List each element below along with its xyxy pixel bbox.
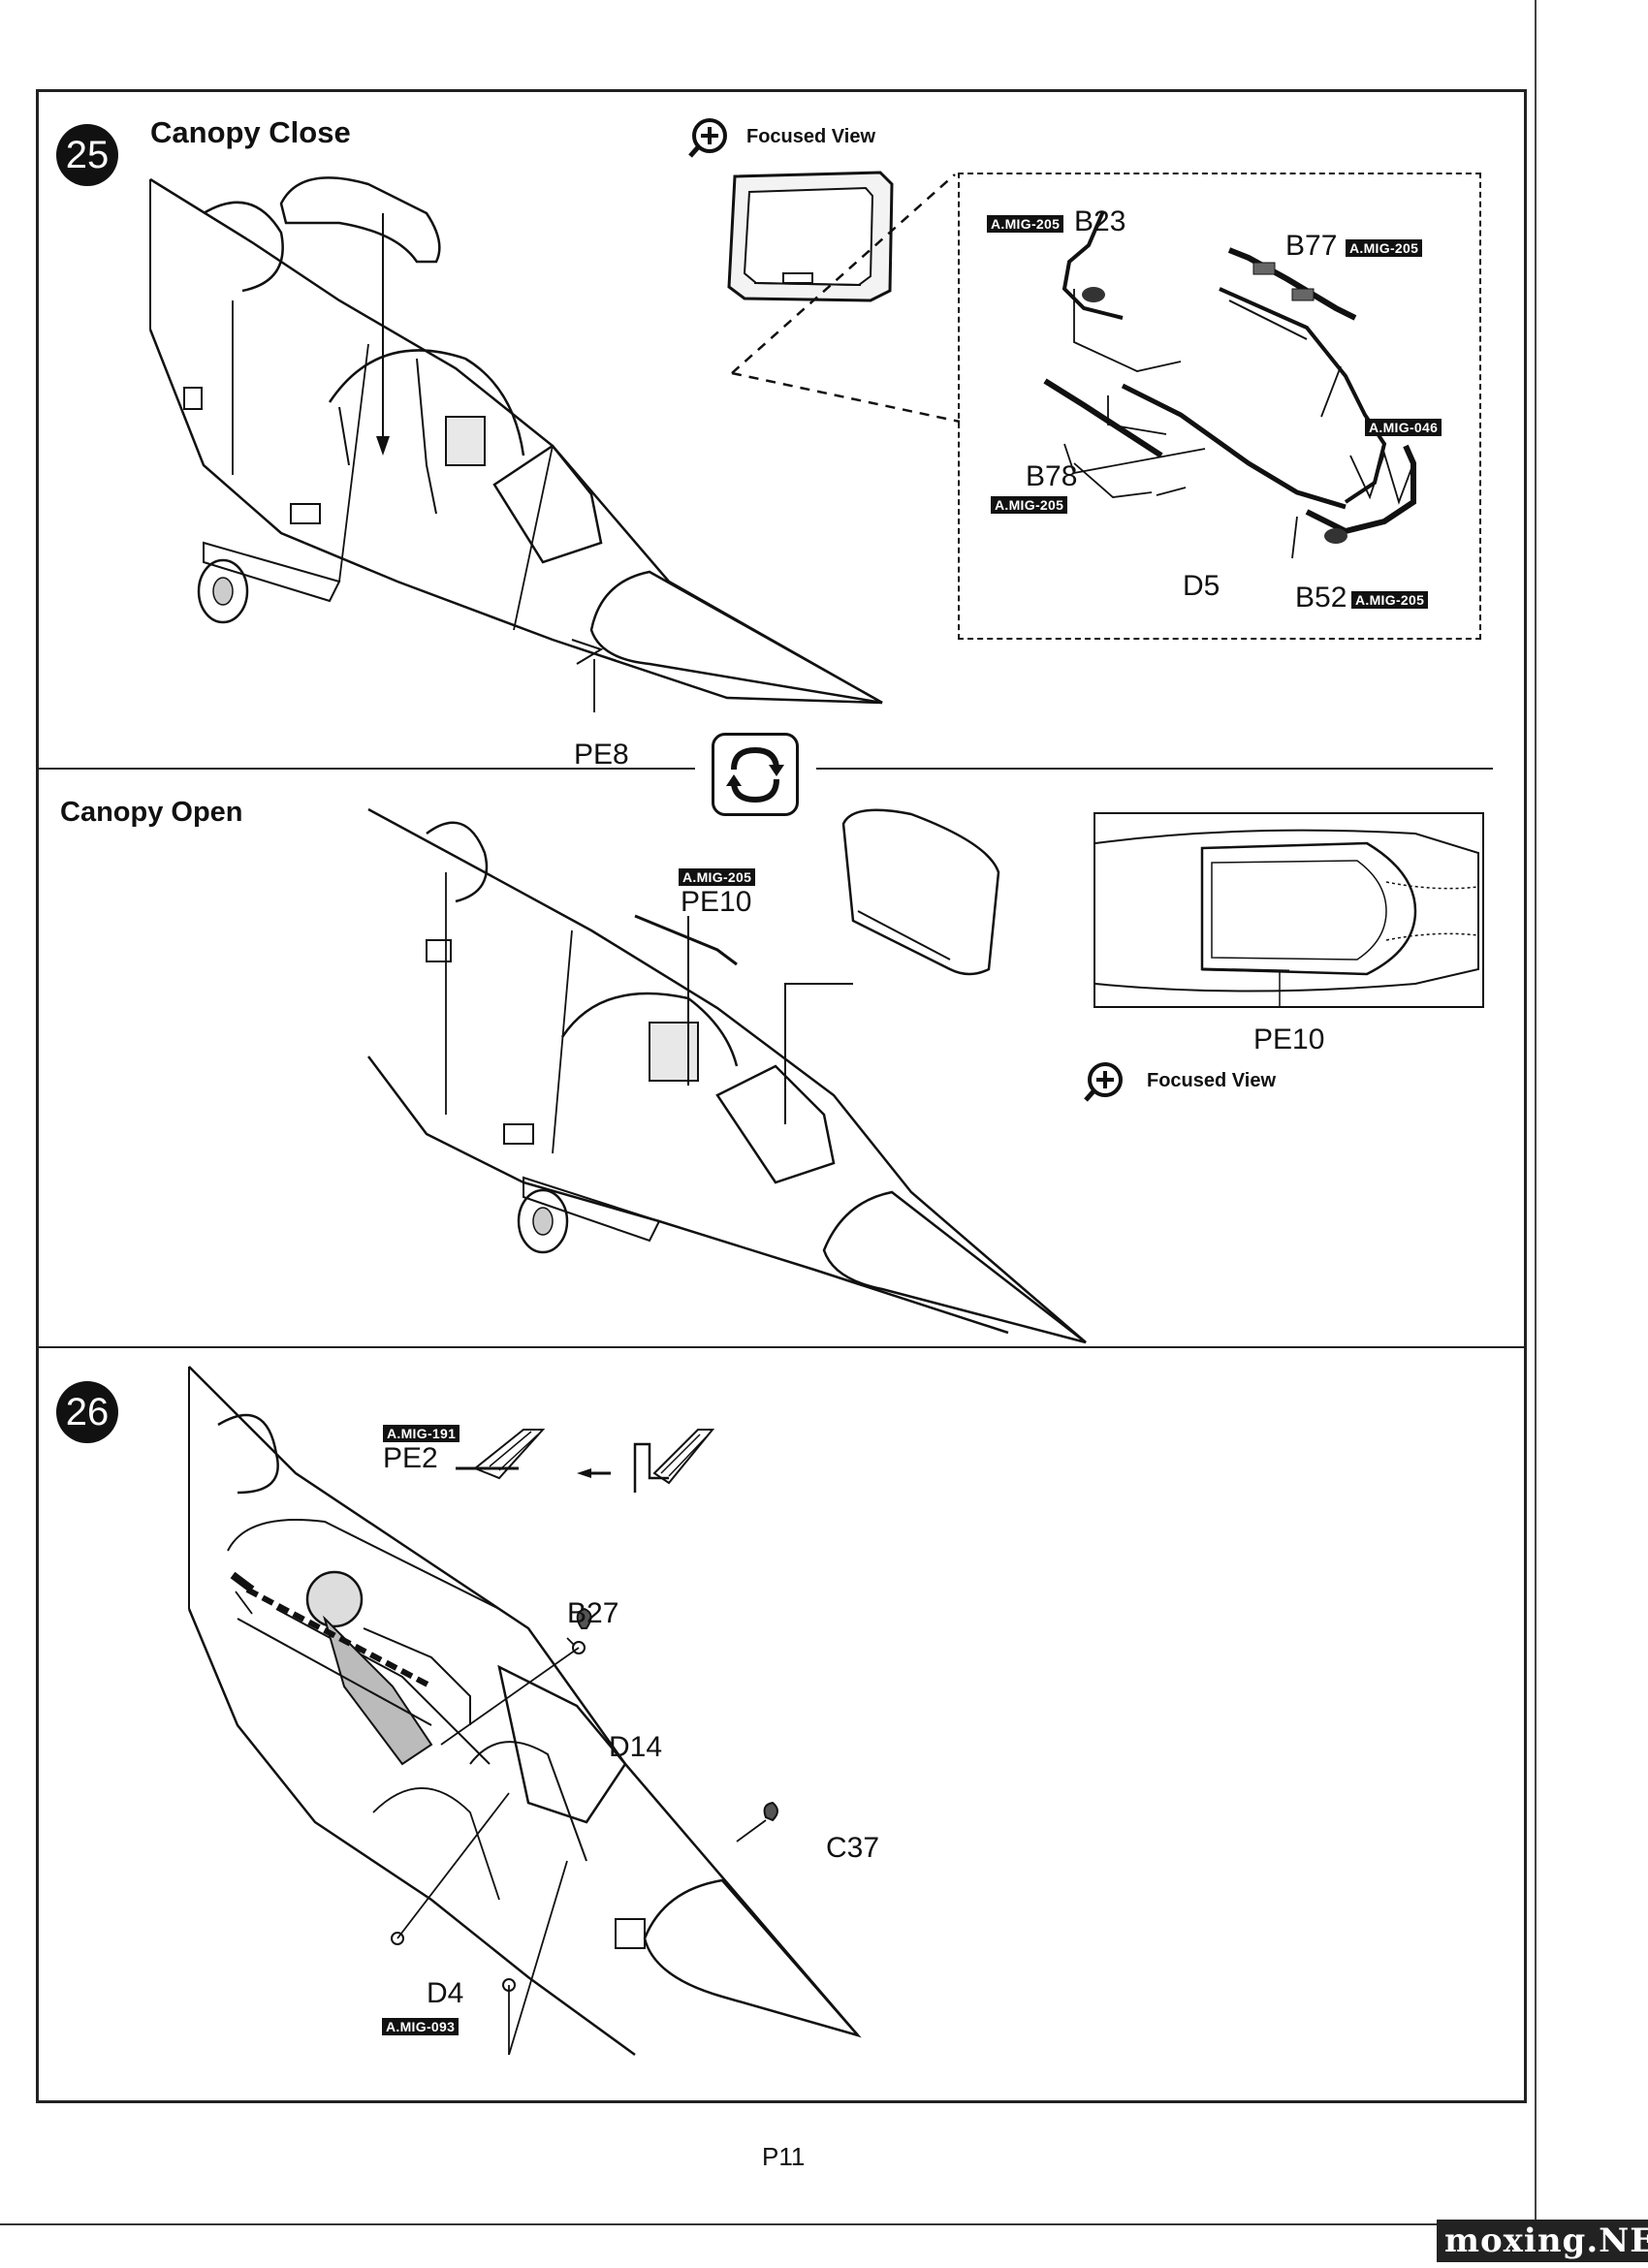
pe2-tag: A.MIG-191 [383, 1425, 460, 1442]
d4-tag: A.MIG-093 [382, 2018, 460, 2035]
d14-label: D14 [609, 1731, 663, 1763]
canopy-parts-exploded [958, 173, 1481, 640]
pe10-top-label: PE10 [681, 886, 752, 918]
instruction-frame [36, 89, 1527, 2103]
footer-line [0, 2223, 1648, 2225]
canopy-top-view-box [1093, 812, 1484, 1008]
d4-label: D4 [427, 1977, 464, 2009]
focused-view-label: Focused View [746, 126, 876, 147]
focused-view-label-2: Focused View [1147, 1070, 1277, 1091]
b27-label: B27 [567, 1597, 619, 1629]
aircraft-canopy-close-drawing [145, 174, 902, 717]
b78-label: B78 [1026, 460, 1078, 492]
focused-view-icon-2 [1084, 1060, 1123, 1103]
b23-label: B23 [1074, 205, 1126, 237]
step-25-title: Canopy Close [150, 115, 351, 149]
focused-detail-box [958, 173, 1481, 640]
pe2-label: PE2 [383, 1442, 438, 1474]
b78-tag: A.MIG-205 [991, 496, 1068, 514]
b52-label: B52 [1295, 582, 1347, 614]
right-margin-line [1535, 0, 1537, 2229]
pe8-label: PE8 [574, 739, 629, 771]
site-watermark: moxing.NET [1437, 2220, 1648, 2262]
pe2-part-detail [446, 1420, 727, 1507]
b77-label: B77 [1285, 230, 1338, 262]
rotate-arrows-icon [712, 733, 799, 816]
b23-tag: A.MIG-205 [987, 215, 1064, 233]
step-26-number: 26 [56, 1381, 118, 1443]
mig046-tag: A.MIG-046 [1365, 419, 1442, 436]
aircraft-cockpit-top-drawing [179, 1357, 935, 2094]
step-divider [36, 1346, 1527, 1348]
d5-label: D5 [1183, 570, 1220, 602]
b77-tag: A.MIG-205 [1346, 239, 1423, 257]
c37-label: C37 [826, 1832, 880, 1864]
page-number: P11 [762, 2142, 806, 2171]
focused-view-icon [688, 116, 727, 159]
close-open-divider-right [816, 768, 1493, 770]
focus-connector [731, 165, 1488, 649]
canopy-open-title: Canopy Open [60, 797, 243, 828]
b52-tag: A.MIG-205 [1351, 591, 1429, 609]
step-25-number: 25 [56, 124, 118, 186]
pe10-bottom-label: PE10 [1253, 1024, 1325, 1055]
pe10-tag: A.MIG-205 [679, 868, 756, 886]
close-open-divider-left [36, 768, 695, 770]
aircraft-canopy-open-drawing [367, 804, 1125, 1347]
